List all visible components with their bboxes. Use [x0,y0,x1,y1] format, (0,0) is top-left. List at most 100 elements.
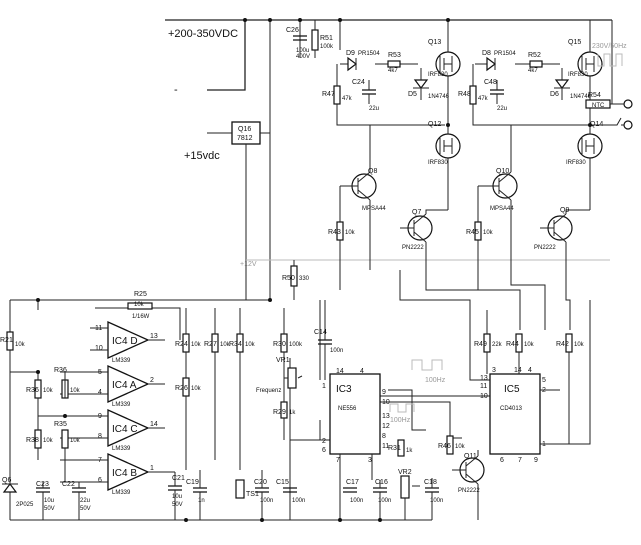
r46-ref: R46 [438,443,451,450]
r52-value: 4k7 [528,68,538,74]
freq-label-b: 100Hz [390,417,411,424]
c23-ref: C23 [36,481,49,488]
c22-value: 22u [80,498,90,504]
right-gate-drive: D8 PR1504 R52 4k7 D6 1N4746 C48 22u R48 … [458,50,592,126]
output-terminal-a[interactable] [623,99,633,109]
svg-text:7: 7 [336,457,340,464]
r34-ref: R34 [229,341,242,348]
ic4d-comparator: IC4 D LM339 11 10 13 [90,320,165,364]
c26-capacitor: C26 100u 400V [286,25,310,60]
ic4b-comparator: IC4 B LM339 7 6 1 [60,452,175,496]
c22-capacitor: C22 22u 50V [62,481,91,520]
c18-capacitor: C18 100n [424,478,443,520]
d6-part: 1N4746 [570,94,592,100]
vr2-potentiometer[interactable]: VR2 [398,469,420,520]
c14-ref: C14 [314,329,327,336]
c20-value: 100n [260,498,273,504]
svg-text:3: 3 [368,457,372,464]
q8-ref: Q8 [368,168,377,175]
r50-resistor: R50 330 [282,260,310,300]
q7-part: PN2222 [402,245,424,251]
svg-text:1: 1 [150,465,154,472]
svg-text:10: 10 [95,345,103,352]
q14-part: IRF830 [566,160,586,166]
c20-ref: C20 [254,479,267,486]
ic4d-ref: IC4 D [112,336,138,347]
q13-mosfet: Q13 IRF830 [428,20,461,125]
r36b-ref: R36 [54,367,67,374]
r31-resistor: R31 1k [388,439,413,457]
r25-resistor: R25 10k 1/16W [127,291,153,320]
r48-ref: R48 [458,91,471,98]
r43-ref: R43 [328,229,341,236]
c48-value: 22u [497,106,507,112]
r48-value: 47k [478,96,489,102]
svg-text:12: 12 [382,423,390,430]
svg-text:10: 10 [480,393,488,400]
r44-ref: R44 [506,341,519,348]
ic4a-part: LM339 [112,402,131,408]
r29-ref: R29 [273,409,286,416]
svg-text:3: 3 [492,367,496,374]
c16-value: 100n [378,498,391,504]
c20-capacitor: C20 100n [254,470,273,520]
svg-text:14: 14 [336,368,344,375]
q7-transistor: Q7 PN2222 [400,209,448,270]
r44-value: 10k [524,342,535,348]
svg-text:8: 8 [382,433,386,440]
r53-value: 4k7 [388,68,398,74]
q12-ref: Q12 [428,121,441,128]
minus-label: - [174,84,178,96]
r54-ref: R54 [588,92,601,99]
ic4a-comparator: IC4 A LM339 5 4 2 [60,364,165,408]
rail12-label: +12V [240,261,257,268]
c21-capacitor: C21 10u 50V [168,472,185,520]
ts1-trimmer[interactable]: TS1 [235,479,259,499]
svg-text:7: 7 [518,457,522,464]
ic5-part: CD4013 [500,406,523,412]
ic3-part: NE556 [338,406,357,412]
output-terminal-b[interactable] [623,120,633,130]
r43-value: 10k [345,230,356,236]
r36a-value: 10k [43,388,54,394]
q16-ref: Q16 [238,126,251,133]
q15-part: IRF830 [568,72,588,78]
c19-capacitor: C19 1n [186,470,207,520]
c19-ref: C19 [186,479,199,486]
q13-ref: Q13 [428,39,441,46]
c16-ref: C16 [375,479,388,486]
vr1-potentiometer[interactable]: VR1 Frequenz [256,357,303,394]
vr1-note: Frequenz [256,388,281,394]
ic4c-ref: IC4 C [112,424,138,435]
r47-ref: R47 [322,91,335,98]
c14-capacitor: C14 100n [314,300,343,380]
d5-part: 1N4746 [428,94,450,100]
r26-ref: R26 [175,385,188,392]
lv-supply-label: +15vdc [184,150,220,162]
c48-ref: C48 [484,79,497,86]
ic4d-part: LM339 [112,358,131,364]
q16-part: 7812 [237,135,253,142]
q11-part: PN2222 [458,488,480,494]
r30-value: 100k [289,342,303,348]
svg-text:6: 6 [500,457,504,464]
r25-value: 10k [134,302,145,308]
ic5-resistors: R49 22k R44 10k R42 10k [474,310,585,444]
q10-ref: Q10 [496,168,509,175]
ic3-ref: IC3 [336,384,352,395]
d5-ref: D5 [408,91,417,98]
r50-ref: R50 [282,275,295,282]
r42-ref: R42 [556,341,569,348]
d8-ref: D8 [482,50,491,57]
r31-value: 1k [406,448,413,454]
svg-text:11: 11 [480,383,487,390]
svg-text:9: 9 [382,389,386,396]
svg-text:4: 4 [360,368,364,375]
c23-capacitor: C23 10u 50V [36,481,55,520]
svg-text:11: 11 [382,443,389,450]
r21-value: 10k [15,342,26,348]
c15-ref: C15 [276,479,289,486]
mid-resistors: R24 10k R27 10k R34 10k R26 10k R30 100k… [175,308,303,470]
vr2-ref: VR2 [398,469,412,476]
